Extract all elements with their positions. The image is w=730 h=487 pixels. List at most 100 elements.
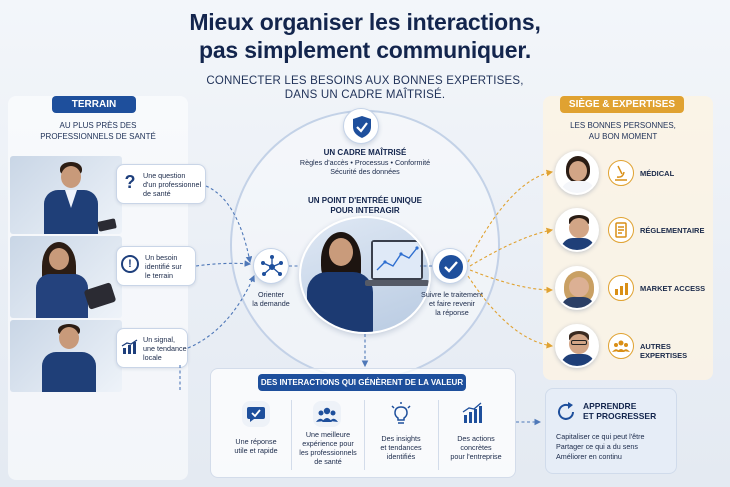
network-icon [253,248,289,284]
expert-avatar-medical [555,151,599,195]
cadre-line-2: Sécurité des données [330,167,400,176]
card-3-line-1: Un signal, [143,335,175,344]
card-2-line-2: identifié sur [145,262,182,271]
check-icon [432,248,468,284]
divider [364,400,365,470]
expert-avatar-market-access [555,266,599,310]
apprendre-list: Capitaliser ce qui peut l'être Partager … [556,432,674,462]
question-icon: ? [124,172,136,192]
chart-icon [121,339,139,355]
subtitle-line-2: DANS UN CADRE MAÎTRISÉ. [284,89,446,101]
apprendre-title-line-2: ET PROGRESSER [583,411,657,421]
valeur-2-line-2: expérience pour [302,439,354,448]
expert-label-market-access: MARKET ACCESS [640,284,706,293]
valeur-1-line-2: utile et rapide [234,446,278,455]
subtitle-line-1: CONNECTER LES BESOINS AUX BONNES EXPERTI… [206,75,524,87]
siege-caption-line-1: LES BONNES PERSONNES, [570,121,676,130]
woman-face [329,238,353,266]
hub-title-line-1: UN POINT D'ENTRÉE UNIQUE [308,196,422,205]
valeur-4-line-2: concrètes [460,443,492,452]
laptop-base [365,280,429,286]
expert-avatar-other [555,324,599,368]
alert-icon: ! [121,255,139,273]
valeur-4-line-1: Des actions [457,434,495,443]
divider [291,400,292,470]
cadre-title: UN CADRE MAÎTRISÉ [323,148,407,157]
sales-rep-woman-figure [32,242,92,318]
sales-rep-man-figure [40,162,100,234]
valeur-1-line-1: Une réponse [235,437,277,446]
suivre-line-2: et faire revenir [429,299,475,308]
divider [438,400,439,470]
terrain-caption-line-2: PROFESSIONNELS DE SANTÉ [40,132,156,141]
cadre-line-1: Règles d'accès • Processus • Conformité [299,158,431,167]
expert-label-medical: MÉDICAL [640,169,675,178]
expert-label-regulatory: RÉGLEMENTAIRE [640,226,705,235]
card-1-line-1: Une question [143,171,186,180]
terrain-photo-3 [10,320,122,392]
card-3-line-2: une tendance [143,344,187,353]
growth-chart-icon [608,275,634,301]
apprendre-line-3: Améliorer en continu [556,452,622,461]
terrain-photo-2 [10,236,122,318]
chat-check-icon [242,401,270,427]
valeur-2-line-1: Une meilleure [305,430,351,439]
title-line-2: pas simplement communiquer. [198,37,532,63]
card-1-line-3: de santé [143,189,171,198]
shield-icon [343,108,379,144]
cadre-block: UN CADRE MAÎTRISÉ Règles d'accès • Proce… [270,148,460,176]
terrain-caption: AU PLUS PRÈS DES PROFESSIONNELS DE SANTÉ [28,120,168,142]
laptop-screen [371,240,423,280]
title-line-1: Mieux organiser les interactions, [189,9,541,35]
expert-avatar-regulatory [555,208,599,252]
hub-title: UN POINT D'ENTRÉE UNIQUE POUR INTERAGIR [290,196,440,216]
microscope-icon [608,160,634,186]
lightbulb-icon [387,401,415,427]
suivre-line-3: la réponse [435,308,469,317]
hub-photo [299,216,431,334]
valeur-badge: DES INTERACTIONS QUI GÉNÈRENT DE LA VALE… [258,374,466,391]
people-icon [313,401,341,427]
valeur-2-line-4: de santé [314,457,342,466]
valeur-2-line-3: les professionnels [299,448,357,457]
valeur-item-3: Des insights et tendances identifiés [366,434,436,461]
terrain-card-3: Un signal, une tendance locale [116,328,188,368]
valeur-4-line-3: pour l'entreprise [450,452,502,461]
terrain-card-2: ! Un besoin identifié sur le terrain [116,246,196,286]
siege-caption-line-2: AU BON MOMENT [588,132,658,141]
expert-label-other: AUTRES EXPERTISES [640,342,688,360]
refresh-icon [554,400,578,424]
hub-title-line-2: POUR INTERAGIR [330,206,400,215]
phone-device [97,218,117,232]
siege-badge: SIÈGE & EXPERTISES [560,96,684,113]
document-icon [608,217,634,243]
group-icon [608,333,634,359]
orienter-line-1: Orienter [258,290,284,299]
page-title: Mieux organiser les interactions, pas si… [0,8,730,64]
suivre-label: Suivre le traitement et faire revenir la… [412,290,492,317]
suivre-line-1: Suivre le traitement [421,290,483,299]
apprendre-panel [545,388,677,474]
valeur-item-2: Une meilleure expérience pour les profes… [293,430,363,466]
siege-caption: LES BONNES PERSONNES, AU BON MOMENT [548,120,698,142]
valeur-3-line-3: identifiés [386,452,416,461]
card-2-line-1: Un besoin [145,253,178,262]
terrain-caption-line-1: AU PLUS PRÈS DES [59,121,137,130]
terrain-photo-1 [10,156,122,234]
woman-jacket [307,272,373,332]
card-2-line-3: le terrain [145,271,173,280]
orienter-label: Orienter la demande [240,290,302,308]
bar-chart-icon [458,401,486,427]
apprendre-line-1: Capitaliser ce qui peut l'être [556,432,645,441]
apprendre-line-2: Partager ce qui a du sens [556,442,638,451]
apprendre-title-line-1: APPRENDRE [583,401,637,411]
card-1-line-2: d'un professionnel [143,180,202,189]
valeur-3-line-1: Des insights [381,434,421,443]
card-3-line-3: locale [143,353,162,362]
terrain-badge: TERRAIN [52,96,136,113]
valeur-item-1: Une réponse utile et rapide [222,437,290,455]
valeur-3-line-2: et tendances [380,443,422,452]
valeur-item-4: Des actions concrètes pour l'entreprise [440,434,512,461]
terrain-card-1: ? Une question d'un professionnel de san… [116,164,206,204]
sales-rep-man-2-figure [38,324,98,392]
